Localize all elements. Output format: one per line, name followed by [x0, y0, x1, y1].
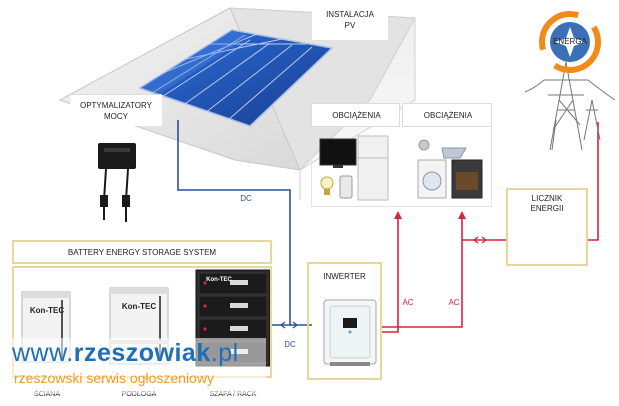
- pv-installation-label-line1: INSTALACJA: [326, 10, 374, 19]
- loads-panel: [311, 127, 492, 207]
- meter-label-line1: LICZNIK: [531, 194, 563, 203]
- loads-right-label: OBCIĄŻENIA: [423, 111, 473, 120]
- pv-installation-box: INSTALACJA PV: [312, 4, 388, 40]
- inverter-device-icon: [323, 299, 377, 366]
- bidirectional-arrow: [472, 236, 488, 244]
- optimizer-device-icon: [98, 143, 136, 222]
- power-pylon-icon: [524, 61, 616, 151]
- inverter-label: INWERTER: [323, 272, 366, 281]
- battery-floor-brand: Kon-TEC: [121, 302, 157, 311]
- battery-rack-brand: Kon-TEC: [206, 277, 232, 283]
- optimizers-label-line2: MOCY: [104, 112, 128, 121]
- inverter-box: INWERTER: [307, 262, 382, 380]
- ac-right-label: AC: [448, 298, 460, 307]
- solar-panels: [138, 29, 334, 127]
- meter-box: LICZNIK ENERGII: [506, 188, 588, 266]
- watermark-domain-main: rzeszowiak: [73, 339, 211, 367]
- battery-wall-caption: ŚCIANA: [33, 391, 61, 398]
- watermark-backdrop: [8, 338, 266, 394]
- loads-right-header: OBCIĄŻENIA: [402, 103, 492, 127]
- energa-logo-icon: [539, 11, 601, 73]
- bess-title: BATTERY ENERGY STORAGE SYSTEM: [67, 248, 217, 257]
- loads-left-label: OBCIĄŻENIA: [332, 111, 381, 120]
- optimizers-label-line1: OPTYMALIZATORY: [79, 101, 152, 110]
- battery-wall-brand: Kon-TEC: [29, 306, 65, 315]
- dc-bidirectional-arrow: [279, 321, 299, 329]
- appliances-right: [417, 139, 483, 199]
- ac-arrows: [394, 211, 466, 219]
- meter-label-line2: ENERGII: [530, 204, 564, 213]
- dc-bottom-label: DC: [284, 340, 296, 349]
- bess-title-box: BATTERY ENERGY STORAGE SYSTEM: [12, 240, 272, 264]
- battery-rack-caption: SZAFA / RACK: [209, 391, 257, 398]
- watermark-domain-suffix: .pl: [210, 339, 239, 367]
- appliances-left: [319, 135, 389, 201]
- watermark-domain[interactable]: www.rzeszowiak.pl: [12, 339, 239, 368]
- energa-label: ENERGA: [553, 37, 587, 46]
- dc-top-label: DC: [240, 194, 252, 203]
- optimizers-box: OPTYMALIZATORY MOCY: [70, 94, 162, 126]
- battery-floor-caption: PODŁOGA: [121, 391, 157, 398]
- watermark-tagline: rzeszowski serwis ogłoszeniowy: [14, 370, 214, 386]
- loads-left-header: OBCIĄŻENIA: [311, 103, 400, 127]
- ac-left-label: AC: [402, 298, 414, 307]
- pv-installation-label-line2: PV: [344, 21, 356, 30]
- watermark-domain-prefix: www.: [12, 339, 74, 367]
